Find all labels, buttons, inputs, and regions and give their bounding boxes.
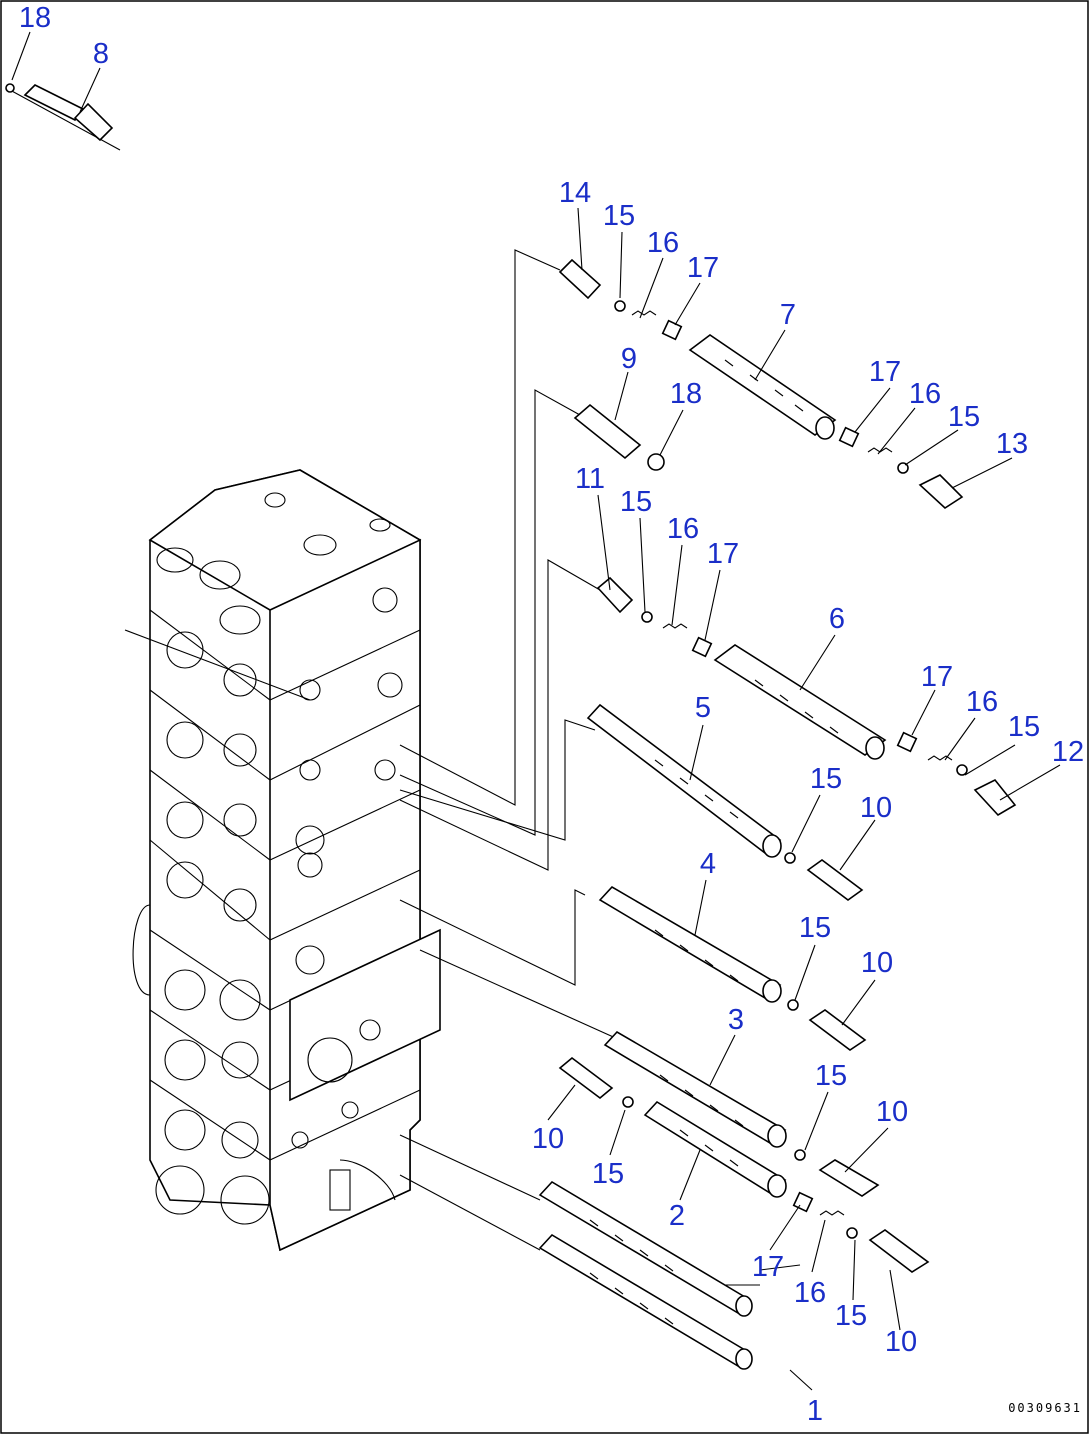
callout-17: 17 <box>752 1251 784 1283</box>
part-7-spool <box>688 334 964 510</box>
callout-16: 16 <box>909 378 941 410</box>
part-9-plug <box>573 403 665 471</box>
callout-3: 3 <box>728 1004 744 1036</box>
callout-18: 18 <box>670 378 702 410</box>
part-2-spool <box>643 1100 930 1273</box>
callout-10: 10 <box>876 1096 908 1128</box>
callout-17: 17 <box>921 661 953 693</box>
callout-16: 16 <box>966 686 998 718</box>
drawing-code: 00309631 <box>1008 1401 1082 1415</box>
callout-17: 17 <box>707 538 739 570</box>
part-11-plug <box>596 576 713 658</box>
valve-body <box>132 469 441 1252</box>
callout-9: 9 <box>621 343 637 375</box>
callout-15: 15 <box>592 1158 624 1190</box>
part-4-spool <box>598 885 867 1051</box>
part-3-spool <box>603 1030 880 1197</box>
callout-7: 7 <box>780 299 796 331</box>
callout-leaders <box>11 31 1061 1391</box>
callout-15: 15 <box>948 401 980 433</box>
callout-17: 17 <box>869 356 901 388</box>
callout-labels: 18 8 14 15 16 17 7 9 18 17 16 15 13 11 1… <box>19 2 1084 1427</box>
part-5-spool <box>586 703 864 901</box>
part-14-plug <box>558 258 683 341</box>
callout-15: 15 <box>1008 711 1040 743</box>
callout-11: 11 <box>575 463 605 495</box>
callout-1: 1 <box>807 1395 823 1427</box>
callout-15: 15 <box>799 912 831 944</box>
callout-16: 16 <box>794 1277 826 1309</box>
part-10-plug-left <box>558 1056 634 1108</box>
callout-5: 5 <box>695 692 711 724</box>
part-6-spool <box>713 644 1017 817</box>
part-8-plug <box>5 83 114 142</box>
callout-14: 14 <box>559 177 591 209</box>
callout-15: 15 <box>620 486 652 518</box>
callout-16: 16 <box>647 227 679 259</box>
callout-12: 12 <box>1052 736 1084 768</box>
callout-15: 15 <box>810 763 842 795</box>
callout-15: 15 <box>603 200 635 232</box>
callout-16: 16 <box>667 513 699 545</box>
callout-10: 10 <box>532 1123 564 1155</box>
guide-lines <box>9 89 801 1286</box>
callout-10: 10 <box>860 792 892 824</box>
callout-4: 4 <box>700 848 716 880</box>
callout-10: 10 <box>885 1326 917 1358</box>
callout-17: 17 <box>687 252 719 284</box>
callout-10: 10 <box>861 947 893 979</box>
callout-8: 8 <box>93 38 109 70</box>
callout-15: 15 <box>815 1060 847 1092</box>
callout-13: 13 <box>996 428 1028 460</box>
callout-6: 6 <box>829 603 845 635</box>
part-1-spools <box>538 1180 753 1370</box>
callout-2: 2 <box>669 1200 685 1232</box>
callout-18: 18 <box>19 2 51 34</box>
callout-15: 15 <box>835 1300 867 1332</box>
